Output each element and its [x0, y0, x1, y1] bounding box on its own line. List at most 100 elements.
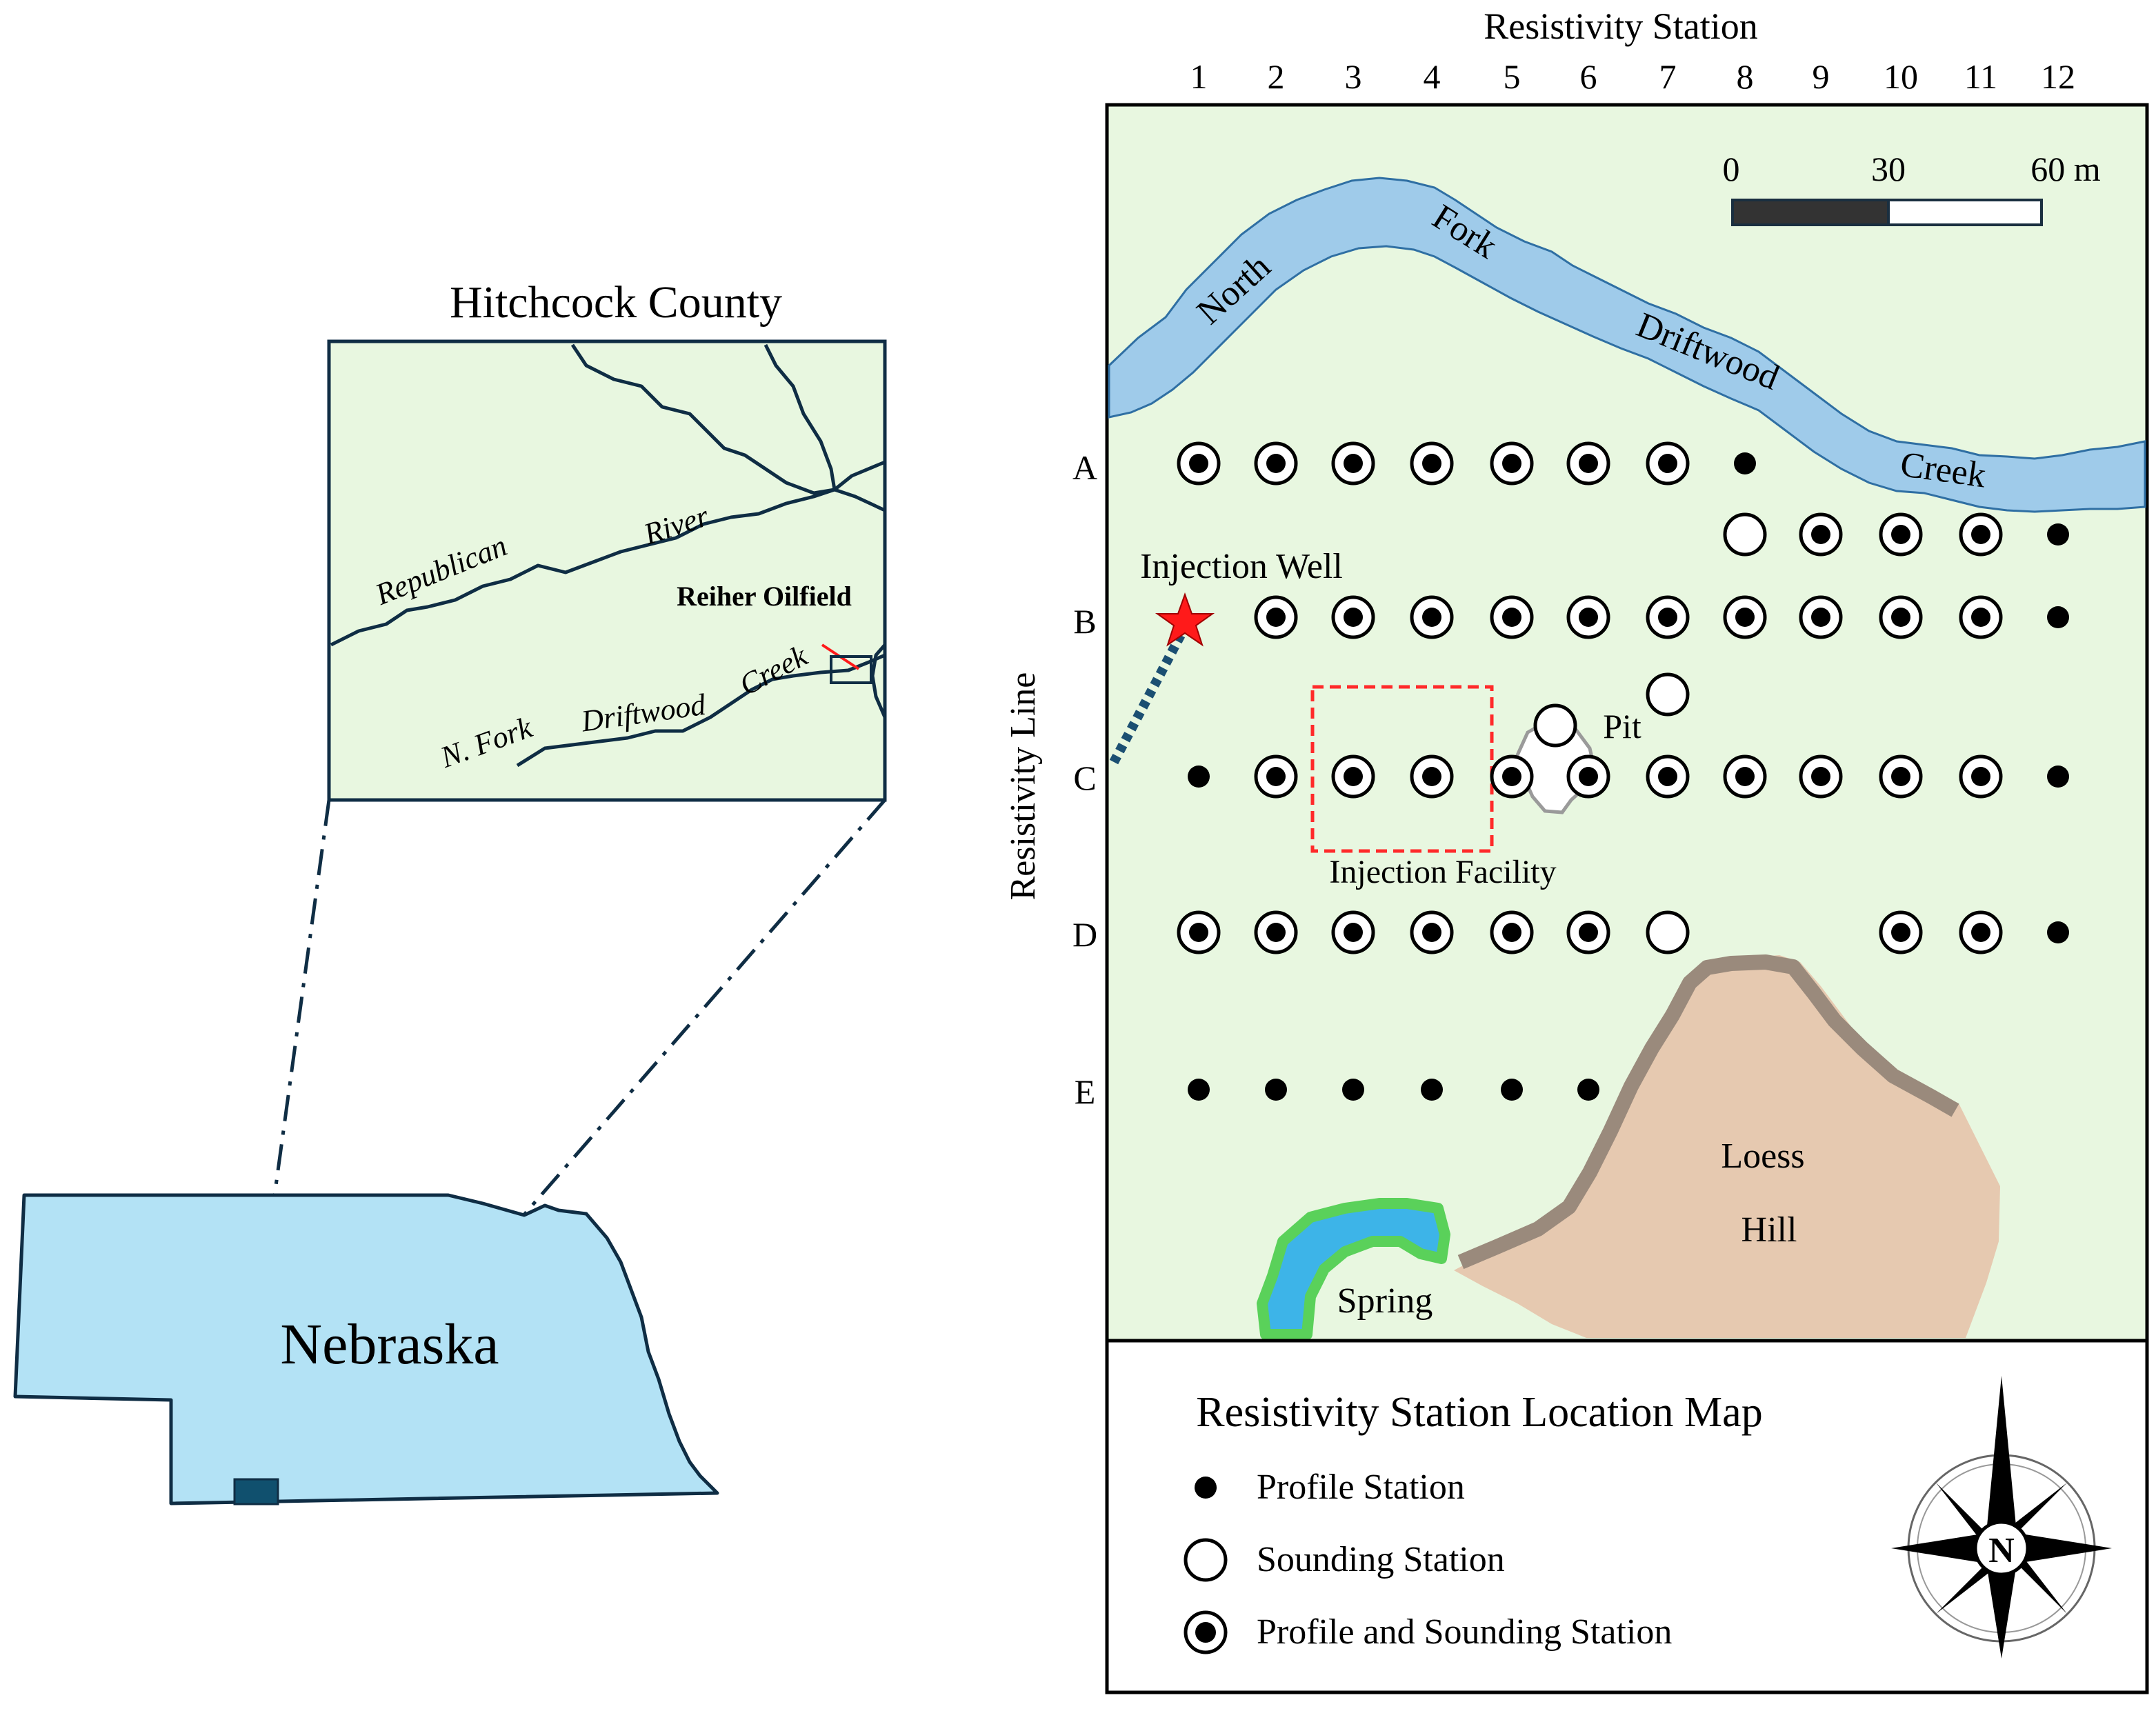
- line-letter-e: E: [1075, 1072, 1096, 1111]
- station-a-7: [1646, 441, 1690, 486]
- station-grid: [1177, 441, 2069, 1101]
- top-axis-title: Resistivity Station: [1484, 6, 1758, 47]
- nebraska-label: Nebraska: [280, 1312, 499, 1377]
- station-b-5: [1490, 595, 1534, 639]
- station-c-12: [2047, 766, 2069, 788]
- legend-sounding-symbol: [1184, 1538, 1228, 1582]
- county-title: Hitchcock County: [450, 277, 782, 328]
- injection-pipeline: [1109, 628, 1188, 765]
- scale-bar-light: [1887, 199, 2043, 226]
- county-inset: Hitchcock County Republican River N. For…: [327, 277, 887, 802]
- station-c-5: [1490, 754, 1534, 799]
- station-a2-10: [1879, 512, 1923, 557]
- legend-both-symbol-dot: [1195, 1622, 1216, 1643]
- station-c-3: [1331, 754, 1375, 799]
- station-a-8: [1734, 452, 1756, 474]
- station-c-7: [1646, 754, 1690, 799]
- station-number-8: 8: [1737, 57, 1754, 96]
- station-a-4: [1410, 441, 1454, 486]
- connector-right: [275, 799, 886, 1501]
- tributary-3: [833, 460, 886, 491]
- scale-label-60: 60 m: [2030, 150, 2101, 188]
- legend-profile-symbol: [1195, 1477, 1217, 1499]
- north-fork-driftwood-creek: [1108, 177, 2146, 513]
- station-e-5: [1501, 1079, 1523, 1101]
- station-d-5: [1490, 910, 1534, 954]
- compass-letter: N: [1988, 1531, 2015, 1570]
- injection-well-star: [1155, 592, 1215, 647]
- station-c-6: [1566, 754, 1610, 799]
- oilfield-label: Reiher Oilfield: [677, 581, 852, 612]
- station-b-9: [1799, 595, 1843, 639]
- injection-facility-label: Injection Facility: [1329, 854, 1556, 890]
- county-river-lines: [330, 343, 887, 768]
- loess-label: Loess: [1721, 1137, 1804, 1176]
- compass-point-n: [1986, 1376, 2017, 1548]
- station-b-3: [1331, 595, 1375, 639]
- station-a-1: [1177, 441, 1221, 486]
- injection-well-label: Injection Well: [1140, 547, 1343, 586]
- station-a-5: [1490, 441, 1534, 486]
- station-d-10: [1879, 910, 1923, 954]
- scale-label-0: 0: [1723, 150, 1740, 188]
- station-number-3: 3: [1345, 57, 1362, 96]
- station-d-4: [1410, 910, 1454, 954]
- scale-bar-dark: [1731, 199, 1890, 226]
- tributary-2: [763, 343, 837, 490]
- legend-both-label: Profile and Sounding Station: [1257, 1612, 1672, 1652]
- station-b-6: [1566, 595, 1610, 639]
- station-d-11: [1959, 910, 2003, 954]
- republican-river-line: [330, 488, 886, 647]
- station-e-1: [1188, 1079, 1210, 1101]
- station-c-10: [1879, 754, 1923, 799]
- station-b-2: [1254, 595, 1298, 639]
- station-b-12: [2047, 606, 2069, 628]
- station-a2-12: [2047, 523, 2069, 546]
- station-b-10: [1879, 595, 1923, 639]
- station-a-6: [1566, 441, 1610, 486]
- legend-sounding-label: Sounding Station: [1257, 1540, 1505, 1579]
- line-letter-b: B: [1073, 602, 1096, 641]
- station-number-7: 7: [1659, 57, 1677, 96]
- driftwood-creek-line: [516, 653, 886, 768]
- inset-connectors: [232, 799, 886, 1501]
- station-b-11: [1959, 595, 2003, 639]
- station-a-2: [1254, 441, 1298, 486]
- station-number-11: 11: [1964, 57, 1997, 96]
- compass-point-w: [1891, 1533, 2002, 1563]
- station-d-7: [1646, 910, 1690, 954]
- station-a2-8: [1723, 512, 1767, 557]
- station-c-4: [1410, 754, 1454, 799]
- station-number-5: 5: [1504, 57, 1521, 96]
- station-number-1: 1: [1190, 57, 1208, 96]
- station-e-6: [1577, 1079, 1599, 1101]
- station-c-9: [1799, 754, 1843, 799]
- station-e-2: [1265, 1079, 1287, 1101]
- compass-rose: N: [1891, 1376, 2112, 1659]
- station-b-4: [1410, 595, 1454, 639]
- legend-title: Resistivity Station Location Map: [1196, 1389, 1762, 1436]
- nebraska-map: Nebraska: [13, 1193, 719, 1505]
- station-number-10: 10: [1884, 57, 1918, 96]
- station-d-12: [2047, 921, 2069, 943]
- station-c-8: [1723, 754, 1767, 799]
- station-number-4: 4: [1424, 57, 1441, 96]
- legend-profile-label: Profile Station: [1257, 1468, 1465, 1507]
- station-pit-sounding: [1533, 703, 1577, 748]
- station-a2-9: [1799, 512, 1843, 557]
- station-number-2: 2: [1268, 57, 1285, 96]
- compass-center: [1973, 1520, 2030, 1577]
- line-letter-c: C: [1073, 759, 1096, 797]
- station-d-3: [1331, 910, 1375, 954]
- hill-label: Hill: [1741, 1210, 1797, 1250]
- connector-left: [232, 799, 331, 1487]
- compass-point-s: [1986, 1548, 2017, 1659]
- station-c-2: [1254, 754, 1298, 799]
- station-d-1: [1177, 910, 1221, 954]
- station-a2-11: [1959, 512, 2003, 557]
- legend-panel: Resistivity Station Location Map Profile…: [1105, 1339, 2149, 1694]
- station-b-7: [1646, 595, 1690, 639]
